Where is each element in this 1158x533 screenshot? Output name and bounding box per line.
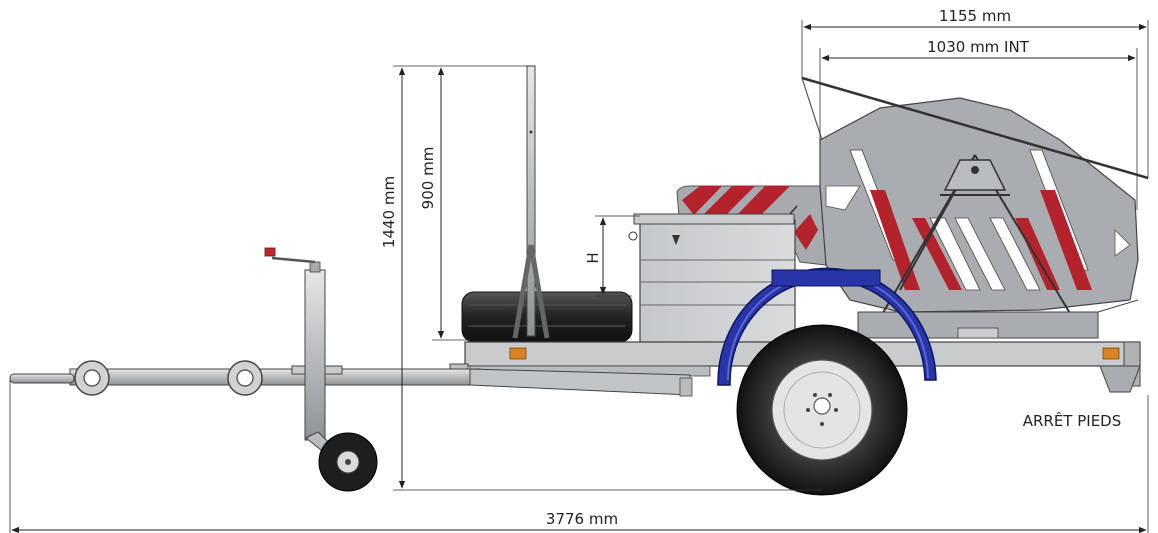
reflector-rear [1102, 347, 1120, 360]
storage-box [628, 205, 798, 343]
upper-height-label: 900 mm [419, 147, 437, 210]
reflector-front [509, 347, 527, 360]
lid-edge [801, 76, 1149, 180]
hitch-coupling [9, 373, 75, 384]
total-length-label: 3776 mm [546, 510, 618, 528]
drawbar [9, 360, 693, 397]
main-wheel [717, 267, 937, 496]
dimension-lines [9, 20, 1149, 533]
mast-pole [512, 65, 550, 339]
drawbar-ring-rear [227, 360, 263, 396]
rear-panel-stripes [682, 186, 818, 250]
foot-stop-label: ARRÊT PIEDS [1023, 411, 1122, 430]
interior-width-label: 1030 mm INT [927, 38, 1030, 56]
jockey-wheel [264, 247, 378, 492]
fender [717, 267, 937, 386]
drawbar-ring-front [74, 360, 110, 396]
h-label: H [584, 252, 602, 263]
lifting-frame [869, 154, 1081, 336]
overall-width-label: 1155 mm [939, 7, 1011, 25]
dimension-labels: 1155 mm 1030 mm INT 1440 mm 900 mm H 377… [380, 7, 1121, 528]
rear-body [676, 76, 1149, 339]
total-height-label: 1440 mm [380, 176, 398, 248]
jack-handle [264, 247, 276, 257]
body-slots [849, 149, 1092, 291]
